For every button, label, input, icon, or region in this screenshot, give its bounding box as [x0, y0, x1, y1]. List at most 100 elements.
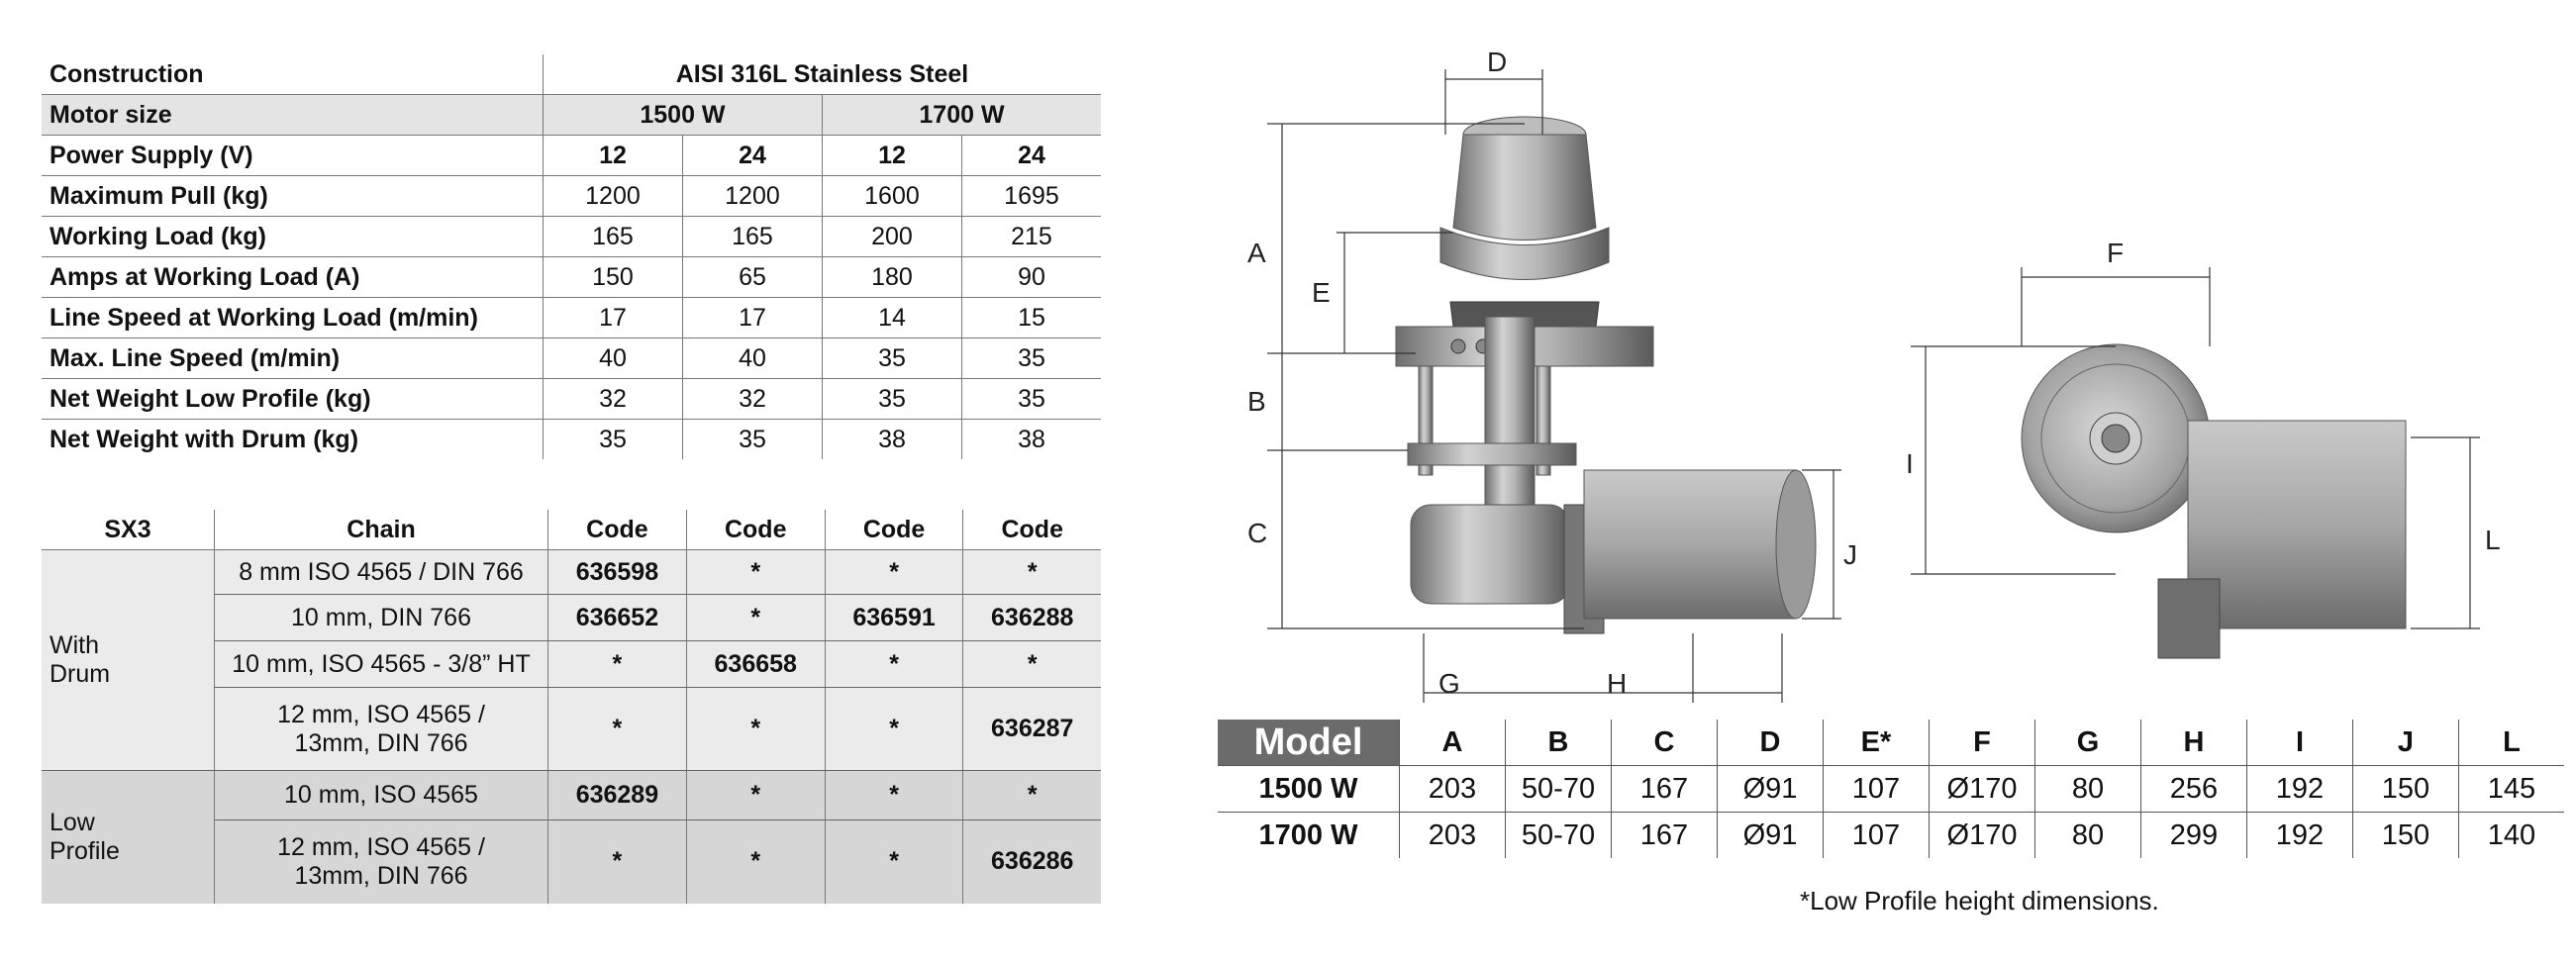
group-name-line: Profile — [50, 836, 120, 865]
spec-cell: 35 — [960, 378, 1101, 420]
code-cell: * — [824, 549, 963, 595]
codes-header-code: Code — [824, 510, 963, 550]
code-cell: * — [824, 819, 963, 904]
dim-cell: 50-70 — [1505, 765, 1612, 813]
dim-col-header: J — [2352, 720, 2459, 766]
model-header: Model — [1218, 720, 1400, 766]
dim-col-header: H — [2140, 720, 2247, 766]
spec-cell: 215 — [960, 216, 1101, 257]
dim-col-header: I — [2246, 720, 2353, 766]
model-name: 1700 W — [1258, 819, 1358, 851]
spec-cell: 35 — [821, 378, 962, 420]
code-cell: 636658 — [685, 640, 826, 688]
dim-col-header: F — [1929, 720, 2035, 766]
chain-cell: 10 mm, ISO 4565 — [214, 770, 548, 820]
model-name: 1500 W — [1218, 765, 1400, 813]
chain-cell: 8 mm ISO 4565 / DIN 766 — [214, 549, 548, 595]
spec-row-label: Amps at Working Load (A) — [42, 256, 544, 298]
dim-col-header: G — [2034, 720, 2141, 766]
spec-row-label: Maximum Pull (kg) — [42, 175, 544, 217]
spec-cell: 65 — [681, 256, 823, 298]
power-supply-label: Power Supply (V) — [42, 135, 544, 176]
code-cell: 636652 — [547, 594, 687, 641]
dim-cell: 107 — [1823, 765, 1930, 813]
dim-col-header: D — [1717, 720, 1824, 766]
codes-header-sx3: SX3 — [42, 510, 215, 550]
codes-header-code: Code — [547, 510, 687, 550]
spec-cell: 17 — [542, 297, 683, 338]
spec-cell: 35 — [821, 337, 962, 379]
spec-cell: 32 — [542, 378, 683, 420]
codes-header-code: Code — [685, 510, 826, 550]
group-name-line: With — [50, 631, 99, 659]
footnote: *Low Profile height dimensions. — [1800, 886, 2159, 915]
code-cell: 636598 — [547, 549, 687, 595]
dim-cell: 140 — [2458, 812, 2564, 858]
dimensions-table: Model A B C D E* F G H I J L 1500 W 203 … — [1218, 720, 2564, 858]
dim-col-header: B — [1505, 720, 1612, 766]
front-view-drawing — [1395, 116, 1817, 634]
dim-col-header: A — [1399, 720, 1506, 766]
dim-cell: Ø91 — [1717, 812, 1824, 858]
spec-cell: 38 — [821, 419, 962, 459]
group-low-profile: Low Profile — [42, 770, 215, 904]
code-cell: 636591 — [824, 594, 963, 641]
chain-line: 13mm, DIN 766 — [294, 861, 468, 890]
spec-row-label: Working Load (kg) — [42, 216, 544, 257]
dim-label-i: I — [1906, 448, 1914, 479]
dim-cell: 167 — [1611, 812, 1718, 858]
dim-cell: 167 — [1611, 765, 1718, 813]
spec-cell: 35 — [960, 337, 1101, 379]
spec-cell: 150 — [542, 256, 683, 298]
motor-size-label: Motor size — [42, 94, 544, 136]
power-supply-value: 24 — [681, 135, 823, 176]
spec-cell: 165 — [542, 216, 683, 257]
dim-cell: 192 — [2246, 765, 2353, 813]
power-supply-value: 12 — [542, 135, 683, 176]
spec-row-label: Net Weight Low Profile (kg) — [42, 378, 544, 420]
dim-label-g: G — [1438, 668, 1460, 699]
dim-label-l: L — [2485, 525, 2501, 555]
dim-label-d: D — [1487, 47, 1507, 77]
code-cell: * — [547, 687, 687, 771]
spec-cell: 40 — [681, 337, 823, 379]
dim-cell: 299 — [2140, 812, 2247, 858]
spec-cell: 38 — [960, 419, 1101, 459]
dim-cell: 192 — [2246, 812, 2353, 858]
construction-label: Construction — [42, 54, 544, 95]
spec-row-label: Max. Line Speed (m/min) — [42, 337, 544, 379]
spec-cell: 17 — [681, 297, 823, 338]
code-cell: * — [824, 687, 963, 771]
code-cell: * — [962, 549, 1101, 595]
spec-row-label: Line Speed at Working Load (m/min) — [42, 297, 544, 338]
code-cell: * — [685, 770, 826, 820]
chain-line: 13mm, DIN 766 — [294, 728, 468, 757]
chain-cell: 10 mm, DIN 766 — [214, 594, 548, 641]
code-cell: 636286 — [962, 819, 1101, 904]
dim-cell: 80 — [2034, 765, 2141, 813]
dim-cell: 107 — [1823, 812, 1930, 858]
spec-cell: 165 — [681, 216, 823, 257]
code-cell: * — [824, 770, 963, 820]
code-cell: * — [962, 640, 1101, 688]
code-cell: 636288 — [962, 594, 1101, 641]
code-cell: * — [685, 549, 826, 595]
code-cell: * — [962, 770, 1101, 820]
dim-cell: 256 — [2140, 765, 2247, 813]
spec-cell: 180 — [821, 256, 962, 298]
specifications-table: Construction AISI 316L Stainless Steel M… — [42, 54, 1101, 459]
chain-line: 12 mm, ISO 4565 / — [277, 832, 485, 861]
code-cell: * — [824, 640, 963, 688]
spec-cell: 1200 — [681, 175, 823, 217]
group-name-line: Drum — [50, 660, 111, 688]
spec-cell: 35 — [542, 419, 683, 459]
code-cell: * — [685, 687, 826, 771]
code-cell: 636287 — [962, 687, 1101, 771]
dim-label-b: B — [1247, 386, 1266, 417]
code-cell: 636289 — [547, 770, 687, 820]
dim-label-h: H — [1607, 668, 1627, 699]
chain-line: 12 mm, ISO 4565 / — [277, 700, 485, 728]
codes-header-chain: Chain — [214, 510, 548, 550]
dim-cell: 50-70 — [1505, 812, 1612, 858]
group-with-drum: With Drum — [42, 549, 215, 771]
